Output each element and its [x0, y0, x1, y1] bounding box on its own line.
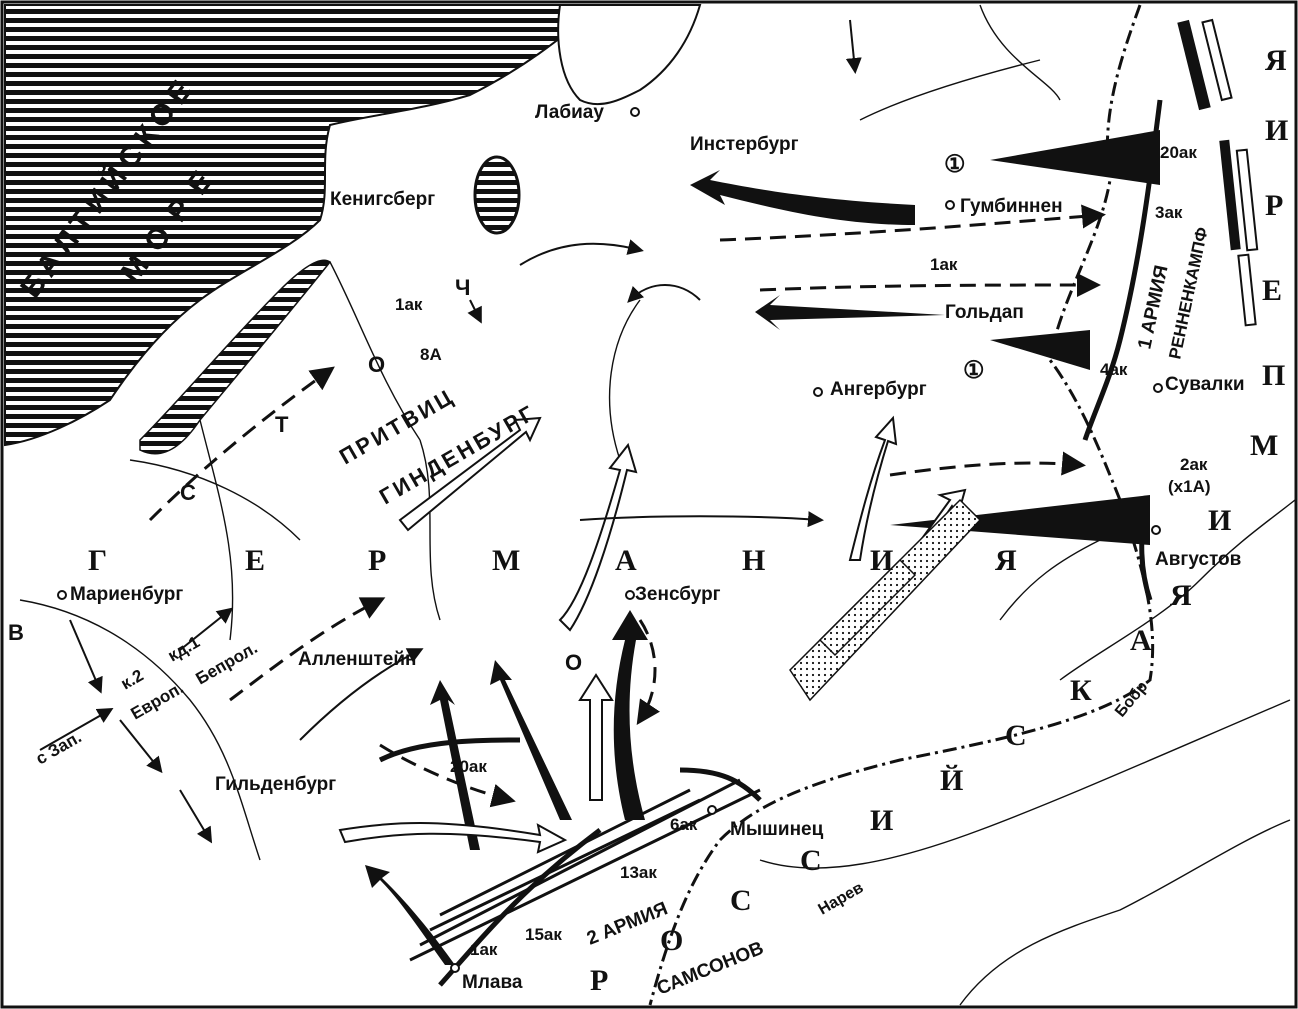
country-russia: Р О С С И Й С К А Я — [590, 579, 1192, 997]
germany-letter: Н — [742, 544, 765, 577]
city-insterburg: Инстербург — [690, 134, 799, 155]
germany-letter: Р — [368, 544, 386, 577]
army-1-label: 1 АРМИЯ — [1134, 263, 1172, 351]
unit-3ak: 3ак — [1155, 203, 1183, 222]
unit-2ak: 2ак — [1180, 455, 1208, 474]
unit-13ak: 13ак — [620, 863, 657, 882]
river-labels: Нарев Бобр — [816, 678, 1152, 918]
frontier-bars — [1177, 18, 1259, 327]
city-avgustov: Августов — [1155, 549, 1241, 570]
city-konigsberg: Кенигсберг — [330, 189, 435, 210]
russia-letter: Я — [1170, 579, 1192, 612]
russia-letter: Й — [940, 764, 963, 797]
city-gildenburg: Гильденбург — [215, 774, 336, 795]
small-arrows — [39, 19, 862, 844]
unit-20ak-north: 20ак — [1160, 143, 1197, 162]
russia-letter: О — [660, 924, 683, 957]
russia-letter: С — [800, 844, 822, 877]
russia-letter: Р — [590, 964, 608, 997]
east-letter: И — [1265, 114, 1288, 147]
unit-zap: с Зап. — [33, 727, 85, 768]
russia-letter: А — [1130, 624, 1152, 657]
city-allenstein: Алленштейн — [298, 649, 417, 670]
country-coast-letters: С Т О Ч В О — [8, 275, 582, 675]
city-sensburg: Зенсбург — [635, 584, 721, 605]
dashed-routes — [148, 204, 1106, 808]
east-letter: М — [1250, 429, 1278, 462]
city-mlava: Млава — [462, 972, 523, 993]
coast-letter: О — [368, 352, 385, 377]
russia-letter: С — [1005, 719, 1027, 752]
unit-4ak: 4ак — [1100, 360, 1128, 379]
city-labiau: Лабиау — [535, 102, 604, 123]
konigsberg-fortress — [473, 155, 521, 235]
germany-letter: М — [492, 544, 520, 577]
unit-k2: к.2 — [118, 666, 147, 694]
russia-letter: И — [870, 804, 893, 837]
coast-letter: В — [8, 620, 24, 645]
russia-letter: К — [1070, 674, 1092, 707]
second-army-front — [409, 778, 761, 962]
city-marienburg: Мариенбург — [70, 584, 183, 605]
city-myshinets: Мышинец — [730, 819, 824, 840]
east-letter: Р — [1265, 189, 1283, 222]
city-angerburg: Ангербург — [830, 379, 927, 400]
unit-1ak-south: 1ак — [470, 940, 498, 959]
east-letter: Я — [1265, 44, 1287, 77]
rail-corridors — [789, 498, 982, 702]
germany-letter: И — [870, 544, 893, 577]
unit-1ak-north: 1ак — [930, 255, 958, 274]
coast-letter: Т — [275, 412, 289, 437]
city-suvalki: Сувалки — [1165, 374, 1245, 395]
city-gumbinnen: Гумбиннен — [960, 196, 1063, 217]
unit-1ak-west: 1ак — [395, 295, 423, 314]
russia-letter: С — [730, 884, 752, 917]
army-2-label: 2 АРМИЯ — [584, 898, 671, 949]
east-letter: П — [1262, 359, 1285, 392]
coast-letter: О — [565, 650, 582, 675]
marker-one-north: ① — [944, 151, 966, 178]
unit-8a: 8А — [420, 345, 442, 364]
east-letter: Е — [1262, 274, 1282, 307]
unit-x1a: (х1А) — [1168, 477, 1211, 496]
germany-letter: Е — [245, 544, 265, 577]
baltic-sea — [4, 3, 603, 447]
city-labels: Лабиау Инстербург Кенигсберг Гумбиннен Г… — [57, 102, 1245, 993]
germany-letter: А — [615, 544, 637, 577]
country-germany: Г Е Р М А Н И Я — [88, 544, 1017, 577]
unit-geprol: Бепрол. — [193, 638, 261, 688]
country-east: И М П Е Р И Я — [1208, 44, 1288, 537]
marker-one-south: ① — [963, 357, 985, 384]
unit-15ak: 15ак — [525, 925, 562, 944]
germany-letter: Г — [88, 544, 107, 577]
east-letter: И — [1208, 504, 1231, 537]
army-1-commander: РЕННЕНКАМПФ — [1165, 225, 1212, 360]
coast-letter: Ч — [455, 275, 470, 300]
rivers-network — [19, 4, 1296, 1006]
germany-letter: Я — [995, 544, 1017, 577]
unit-20ak-south: 20ак — [450, 757, 487, 776]
curonian-lagoon — [557, 4, 702, 106]
russian-attack-arrows — [365, 130, 1160, 965]
river-narev: Нарев — [816, 879, 867, 918]
coast-letter: С — [180, 480, 196, 505]
city-goldap: Гольдап — [945, 302, 1024, 323]
unit-6ak: 6ак — [670, 815, 698, 834]
